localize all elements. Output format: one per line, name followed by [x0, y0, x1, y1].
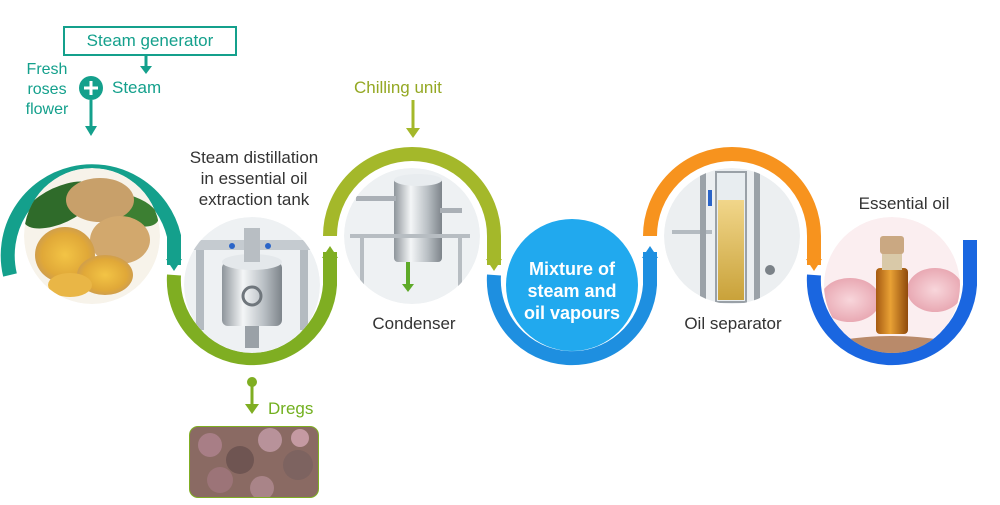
dregs-photo	[189, 426, 319, 498]
plus-circle-icon	[79, 76, 103, 100]
mixture-label-1: Mixture of	[528, 259, 615, 279]
essential-oil-bottle-photo	[824, 217, 960, 353]
flow-arc-orange	[643, 147, 822, 271]
fresh-roses-label-3: flower	[25, 101, 69, 118]
arrow-chilling-unit	[406, 100, 420, 138]
dregs-label: Dregs	[268, 399, 314, 418]
condenser-label: Condenser	[372, 314, 456, 333]
flow-arc-yellowgreen	[323, 147, 502, 271]
ginger-photo	[24, 168, 160, 304]
condenser-photo	[344, 168, 480, 304]
mixture-circle	[506, 219, 638, 351]
mixture-label-3: oil vapours	[523, 303, 621, 323]
extraction-tank-label-1: Steam distillation	[189, 148, 319, 167]
steam-generator-label: Steam generator	[86, 31, 214, 50]
flow-arc-olive	[166, 246, 338, 366]
flow-arc-royal-blue	[806, 240, 977, 366]
steam-label: Steam	[112, 78, 162, 97]
extraction-tank-label-2: in essential oil	[200, 169, 308, 188]
chilling-unit-label: Chilling unit	[354, 78, 442, 97]
arrow-steam-down	[140, 55, 152, 74]
steam-generator-box	[63, 26, 237, 56]
mixture-label-2: steam and	[527, 281, 617, 301]
fresh-roses-label-2: roses	[27, 81, 67, 98]
flow-arc-blue	[486, 246, 658, 366]
essential-oil-label: Essential oil	[858, 194, 950, 213]
arrow-input-down	[85, 100, 97, 136]
extraction-tank-label-3: extraction tank	[198, 190, 310, 209]
arrow-dregs	[245, 377, 259, 414]
oil-separator-label: Oil separator	[684, 314, 782, 333]
oil-separator-photo	[664, 168, 800, 304]
fresh-roses-label-1: Fresh	[26, 61, 68, 78]
extraction-tank-photo	[184, 217, 320, 353]
